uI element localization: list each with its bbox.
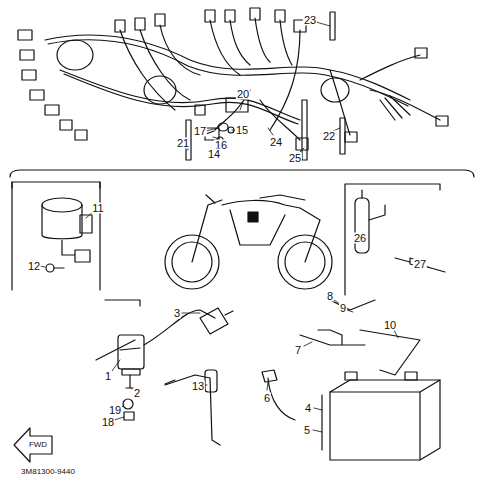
callout-number: 4	[304, 403, 312, 414]
ignition-coil	[96, 300, 233, 420]
callout-number: 27	[413, 259, 427, 270]
callout-number: 5	[303, 425, 311, 436]
callout-number: 1	[104, 371, 112, 382]
callout-number: 17	[193, 126, 207, 137]
callout-number: 12	[27, 261, 41, 272]
callout-number: 10	[383, 320, 397, 331]
callout-number: 26	[353, 233, 367, 244]
callout-number: 19	[108, 405, 122, 416]
wire-harness	[18, 8, 448, 150]
group-bracket	[10, 170, 474, 177]
callout-number: 9	[339, 303, 347, 314]
ignition-switch	[12, 182, 100, 290]
callout-number: 8	[326, 291, 334, 302]
callout-number: 21	[176, 138, 190, 149]
callout-number: 11	[91, 203, 104, 214]
callout-number: 25	[288, 153, 302, 164]
callout-number: 6	[263, 393, 271, 404]
sensor-lead	[165, 370, 220, 445]
battery-cables	[262, 300, 420, 420]
leader-lines	[40, 22, 430, 432]
callout-number: 24	[269, 137, 283, 148]
callout-number: 15	[235, 125, 249, 136]
battery	[322, 372, 440, 460]
callout-number: 3	[173, 308, 181, 319]
direction-label: FWD	[28, 441, 48, 449]
callout-number: 20	[236, 89, 250, 100]
drawing-code: 3M81300-9440	[20, 468, 76, 476]
forward-arrow	[14, 428, 52, 462]
callout-number: 2	[133, 388, 141, 399]
callout-number: 13	[191, 381, 205, 392]
motorcycle-outline	[165, 195, 332, 289]
callout-number: 22	[322, 131, 336, 142]
callout-number: 14	[207, 149, 221, 160]
band-clamps	[186, 12, 345, 160]
callout-number: 7	[294, 345, 302, 356]
callout-number: 23	[303, 15, 317, 26]
fuse-holder	[345, 184, 445, 295]
callout-number: 18	[101, 417, 115, 428]
